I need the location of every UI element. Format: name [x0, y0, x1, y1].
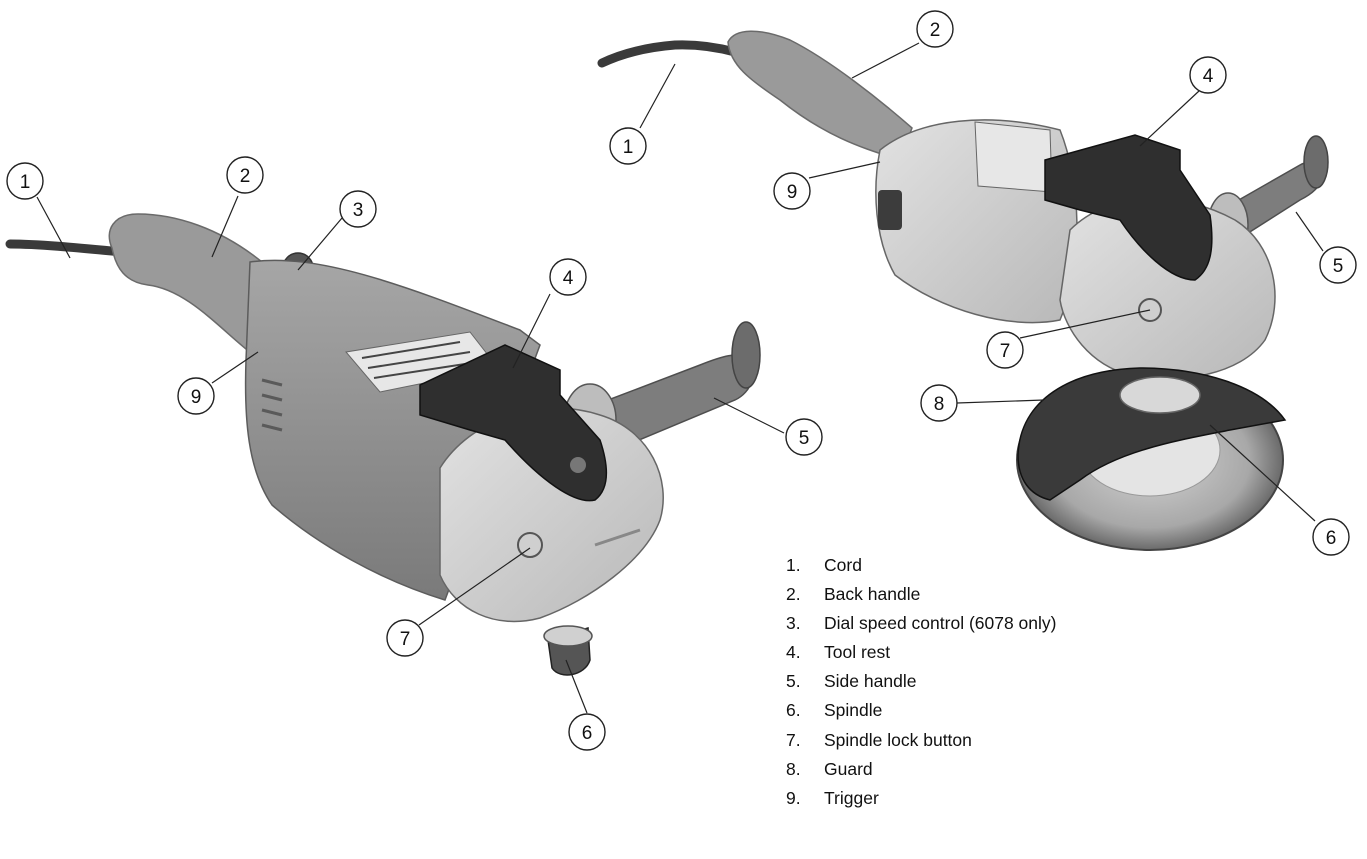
left-grinder-illustration — [5, 213, 761, 676]
right-trigger-switch — [878, 190, 902, 230]
legend-item-trigger: 9. Trigger — [786, 787, 1057, 816]
callout-right-tool-rest — [1189, 56, 1227, 94]
legend-label: Trigger — [824, 787, 879, 808]
callout-right-spindle-lock-num: 7 — [1000, 341, 1011, 362]
left-spindle-lock — [517, 532, 543, 558]
callout-left-side-handle-num: 5 — [799, 428, 810, 449]
callout-left-trigger-num: 9 — [191, 387, 202, 408]
legend-label: Cord — [824, 555, 862, 575]
callout-right-side-handle — [1319, 246, 1357, 284]
right-grinder-illustration — [597, 30, 1329, 551]
callout-left-side-handle — [785, 418, 823, 456]
legend-label: Spindle — [824, 700, 883, 721]
legend-num: 1. — [786, 555, 801, 575]
legend-item-spindle-lock: 7. Spindle lock button — [786, 729, 1057, 758]
callout-left-speed-dial — [339, 190, 377, 228]
callout-left-spindle-lock — [386, 619, 424, 657]
callout-right-cord — [609, 127, 647, 165]
legend-label: Back handle — [824, 584, 921, 605]
callout-right-trigger — [773, 172, 811, 210]
legend-num: 3. — [786, 613, 801, 634]
callout-left-spindle-lock-num: 7 — [400, 629, 411, 650]
parts-legend: 1. Cord 2. Back handle 3. Dial speed contro… — [786, 554, 1057, 816]
callout-left-back-handle-num: 2 — [240, 166, 251, 187]
legend-item-spindle: 6. Spindle — [786, 699, 1057, 728]
callout-right-tool-rest-num: 4 — [1203, 66, 1214, 87]
legend-item-back-handle: 2. Back handle — [786, 583, 1057, 612]
callout-right-spindle — [1312, 518, 1350, 556]
legend-item-guard: 8. Guard — [786, 758, 1057, 787]
left-cord — [5, 239, 127, 257]
callout-right-guard — [920, 384, 958, 422]
legend-label: Spindle lock button — [824, 729, 972, 750]
legend-item-speed-control: 3. Dial speed control (6078 only) — [786, 612, 1057, 641]
right-cord — [597, 40, 740, 68]
legend-label: Side handle — [824, 671, 917, 692]
callout-right-guard-num: 8 — [934, 394, 945, 415]
right-back-handle — [727, 30, 913, 161]
callout-left-trigger — [177, 377, 215, 415]
legend-item-tool-rest: 4. Tool rest — [786, 641, 1057, 670]
callout-left-tool-rest — [549, 258, 587, 296]
legend-num: 7. — [786, 729, 801, 750]
callout-right-back-handle-num: 2 — [930, 20, 941, 41]
legend-label: Tool rest — [824, 642, 891, 663]
right-wheel-guard — [1017, 367, 1287, 501]
callout-left-spindle — [568, 713, 606, 751]
callout-left-tool-rest-num: 4 — [563, 268, 574, 289]
callout-left-cord — [6, 162, 44, 200]
legend-num: 5. — [786, 671, 801, 692]
callout-right-spindle-num: 6 — [1326, 528, 1337, 549]
callouts-right — [609, 10, 1357, 556]
left-vent-slots — [261, 378, 283, 432]
callout-right-spindle-lock — [986, 331, 1024, 369]
callout-numbers-right: 1 2 4 5 6 7 8 9 — [623, 20, 1344, 549]
callout-left-cord-num: 1 — [20, 172, 31, 193]
legend-item-cord: 1. Cord — [786, 554, 1057, 583]
callout-right-back-handle — [916, 10, 954, 48]
callout-right-side-handle-num: 5 — [1333, 256, 1344, 277]
legend-label: Guard — [824, 758, 873, 779]
callouts-left — [6, 156, 823, 751]
right-rating-label — [974, 121, 1053, 193]
legend-label: Dial speed control (6078 only) — [824, 613, 1057, 634]
callout-left-spindle-num: 6 — [582, 723, 593, 744]
callout-left-speed-dial-num: 3 — [353, 200, 364, 221]
legend-item-side-handle: 5. Side handle — [786, 670, 1057, 699]
left-tool-rest — [419, 344, 608, 502]
legend-num: 6. — [786, 700, 801, 721]
callout-right-trigger-num: 9 — [787, 182, 798, 203]
callout-numbers-left: 1 2 3 4 5 6 7 9 — [20, 166, 810, 744]
leader-lines — [36, 42, 1324, 714]
right-tool-rest — [1044, 134, 1213, 281]
callout-right-cord-num: 1 — [623, 137, 634, 158]
legend-num: 4. — [786, 642, 801, 663]
callout-left-back-handle — [226, 156, 264, 194]
legend-num: 9. — [786, 787, 801, 808]
legend-num: 2. — [786, 584, 801, 605]
left-back-handle — [108, 213, 268, 362]
legend-num: 8. — [786, 758, 801, 779]
